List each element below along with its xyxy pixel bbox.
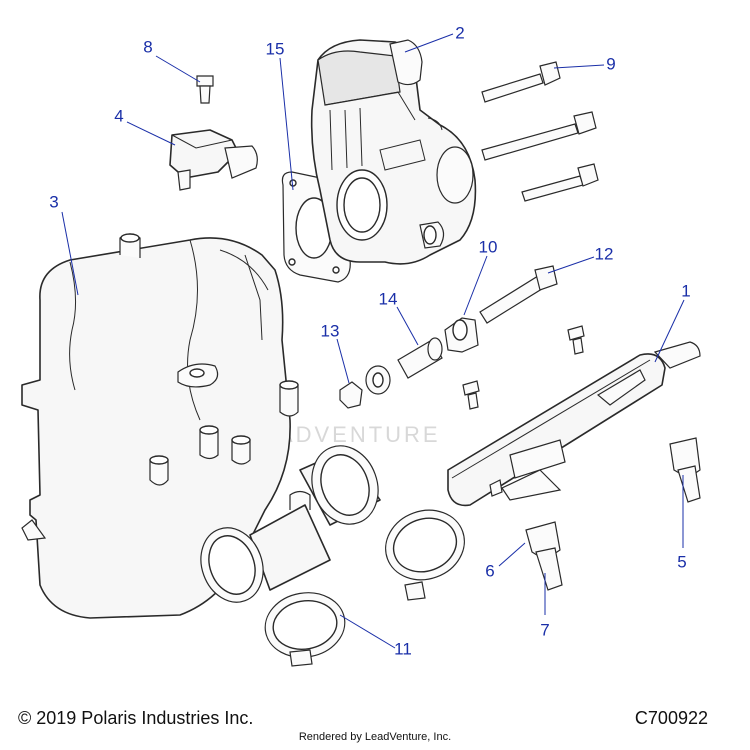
part-long-bolt xyxy=(479,265,558,324)
leader-line-12 xyxy=(547,256,595,274)
part-small-bolt xyxy=(196,75,214,104)
part-spacer xyxy=(397,337,443,379)
leader-line-15 xyxy=(279,57,294,191)
callout-label-14: 14 xyxy=(379,289,398,308)
part-injector-right xyxy=(669,437,701,503)
callout-label-4: 4 xyxy=(114,106,123,125)
leader-line-14 xyxy=(396,306,419,346)
part-fuel-rail xyxy=(447,341,701,507)
leader-line-4 xyxy=(126,121,176,146)
callout-label-11: 11 xyxy=(394,639,412,658)
diagram-code: C700922 xyxy=(634,708,708,728)
callout-label-2: 2 xyxy=(455,23,464,42)
callout-label-9: 9 xyxy=(606,54,615,73)
leader-line-8 xyxy=(155,55,201,83)
callout-label-12: 12 xyxy=(595,244,614,263)
copyright-text: © 2019 Polaris Industries Inc. xyxy=(18,708,254,728)
leader-line-9 xyxy=(553,64,605,69)
leader-line-3 xyxy=(61,211,79,296)
callout-label-8: 8 xyxy=(143,37,152,56)
part-injector-left xyxy=(525,521,563,591)
leader-line-2 xyxy=(404,33,454,53)
part-rail-bolts xyxy=(462,325,585,410)
callout-label-5: 5 xyxy=(677,552,686,571)
part-nut-washer xyxy=(339,365,391,409)
part-hose-clamps xyxy=(264,509,465,667)
callout-label-13: 13 xyxy=(321,321,340,340)
callout-label-7: 7 xyxy=(540,620,549,639)
leader-line-13 xyxy=(336,338,350,384)
callout-label-3: 3 xyxy=(49,192,58,211)
part-bolts-throttle xyxy=(481,61,599,202)
leader-line-11 xyxy=(339,614,396,649)
leader-line-6 xyxy=(498,542,526,567)
callout-label-10: 10 xyxy=(479,237,498,256)
leader-line-1 xyxy=(654,299,685,363)
part-intake-plenum xyxy=(21,233,381,619)
rendered-by-text: Rendered by LeadVenture, Inc. xyxy=(298,731,452,743)
part-grommet xyxy=(444,317,479,353)
leader-line-10 xyxy=(463,255,488,316)
callout-label-15: 15 xyxy=(266,39,285,58)
part-throttle-body xyxy=(310,39,477,265)
callout-label-1: 1 xyxy=(681,281,690,300)
part-sensor xyxy=(169,129,258,191)
callout-label-6: 6 xyxy=(485,561,494,580)
